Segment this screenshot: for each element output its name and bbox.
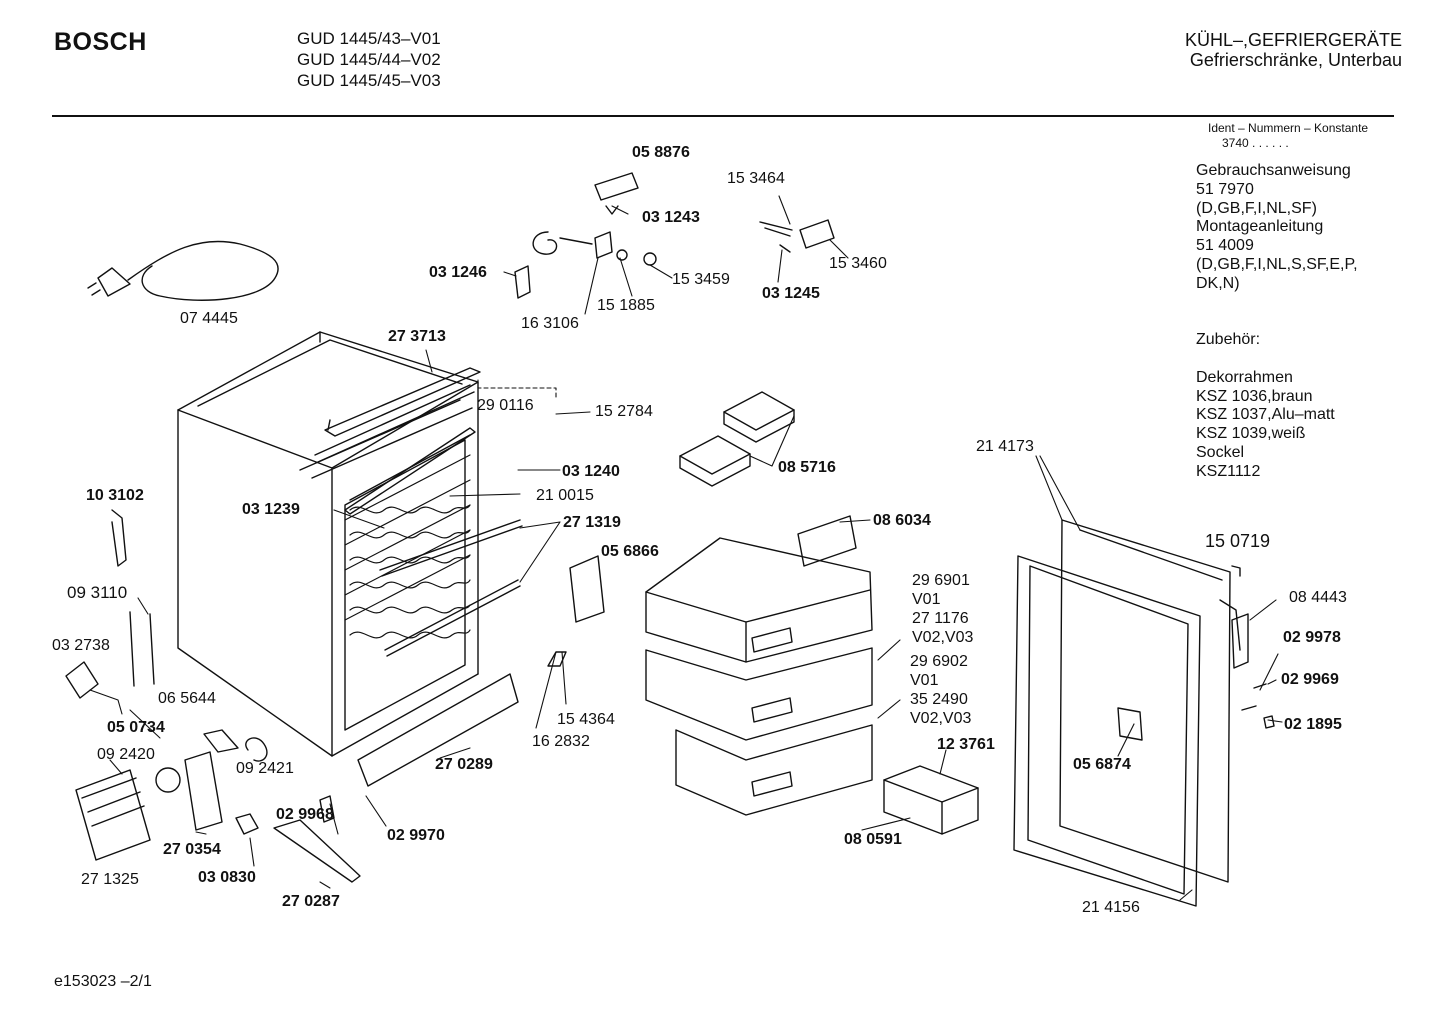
part-label: 09 3110 [67, 583, 128, 602]
part-label: 21 4156 [1082, 899, 1140, 916]
part-label: 08 6034 [873, 512, 931, 529]
part-label: V01 [910, 672, 939, 689]
part-label: 03 1245 [762, 285, 820, 302]
part-label: 07 4445 [180, 310, 238, 327]
model-list: GUD 1445/43–V01 GUD 1445/44–V02 GUD 1445… [297, 28, 441, 91]
part-label: 15 3460 [829, 255, 887, 272]
part-label: 08 4443 [1289, 589, 1347, 606]
drawing-code: e153023 –2/1 [54, 973, 152, 990]
info-line: KSZ 1039,weiß [1196, 425, 1306, 443]
info-line: Dekorrahmen [1196, 368, 1293, 386]
category-line: Gefrierschränke, Unterbau [1189, 50, 1402, 70]
ident-block: Ident – Nummern – Konstante 3740 . . . .… [1208, 121, 1368, 151]
part-label: 27 1325 [81, 871, 139, 888]
info-line: KSZ 1036,braun [1196, 387, 1313, 405]
rail-bar [345, 428, 475, 514]
part-label: 06 5644 [158, 690, 216, 707]
info-line: Gebrauchsanweisung [1196, 162, 1351, 179]
part-label: 03 2738 [52, 637, 110, 654]
part-label: 03 1240 [562, 463, 620, 480]
shelf-wire [385, 580, 520, 656]
part-label: 03 0830 [198, 869, 256, 886]
part-label: 29 6901 [912, 572, 970, 589]
part-label: 03 1246 [429, 264, 487, 281]
part-label: 21 0015 [536, 487, 594, 504]
part-label: 16 3106 [521, 315, 579, 332]
info-line: 51 4009 [1196, 237, 1254, 255]
part-label: 29 6902 [910, 653, 968, 670]
part-label: 02 1895 [1284, 716, 1342, 733]
lamp-holder [760, 220, 834, 252]
part-label: 10 3102 [86, 487, 144, 504]
ice-cube-tray [884, 766, 978, 834]
model-number: GUD 1445/44–V02 [297, 50, 441, 69]
info-line: KSZ1112 [1196, 462, 1261, 480]
part-label: 03 1239 [242, 501, 300, 518]
ident-title: Ident – Nummern – Konstante [1208, 121, 1369, 135]
ident-value: 3740 . . . . . . [1222, 136, 1289, 150]
part-label: 05 8876 [632, 144, 690, 161]
info-line: Montageanleitung [1196, 218, 1324, 236]
part-label: 15 0719 [1205, 531, 1271, 551]
part-label: 15 2784 [595, 403, 653, 420]
part-label: 29 0116 [477, 397, 534, 414]
power-cord [88, 241, 278, 300]
part-label: V02,V03 [912, 629, 974, 646]
model-number: GUD 1445/45–V03 [297, 71, 441, 90]
info-line: DK,N) [1196, 274, 1240, 292]
part-label: 03 1243 [642, 209, 700, 226]
info-line: Sockel [1196, 443, 1245, 461]
part-label: V02,V03 [910, 710, 972, 727]
part-label: 27 3713 [388, 328, 446, 345]
category-line: KÜHL–,GEFRIERGERÄTE [1184, 30, 1402, 50]
door-assembly [1014, 520, 1240, 906]
part-label: 08 0591 [844, 831, 902, 848]
part-label: 09 2420 [97, 746, 155, 763]
top-rail [325, 368, 480, 436]
cabinet [178, 332, 478, 756]
part-label: 21 4173 [976, 438, 1034, 455]
part-label: 05 6874 [1073, 756, 1131, 773]
part-label: 15 1885 [597, 297, 655, 314]
part-label: 27 0354 [163, 841, 221, 858]
freezer-drawers [646, 516, 872, 815]
part-label: 15 4364 [557, 711, 615, 728]
part-label: 02 9970 [387, 827, 445, 844]
part-label: 15 3459 [672, 271, 730, 288]
part-label: 27 0287 [282, 893, 340, 910]
part-label: 05 0734 [107, 719, 165, 736]
info-line: 51 7970 [1196, 180, 1254, 198]
part-label: 27 1319 [563, 514, 621, 531]
part-label: 16 2832 [532, 733, 590, 750]
info-line: (D,GB,F,I,NL,SF) [1196, 199, 1317, 217]
leader-lines [90, 196, 1282, 900]
info-line: (D,GB,F,I,NL,S,SF,E,P, [1196, 255, 1358, 273]
part-label: 08 5716 [778, 459, 836, 476]
part-label: 02 9978 [1283, 629, 1341, 646]
part-label: 12 3761 [937, 736, 995, 753]
part-label: V01 [912, 591, 941, 608]
header-divider [52, 115, 1394, 117]
ice-packs [680, 392, 794, 486]
part-label: 27 0289 [435, 756, 493, 773]
part-label: 02 9969 [1281, 671, 1339, 688]
part-label: 09 2421 [236, 760, 294, 777]
brand-logo: BOSCH [54, 28, 147, 56]
part-label: 02 9968 [276, 806, 334, 823]
category-title: KÜHL–,GEFRIERGERÄTE Gefrierschränke, Unt… [1185, 30, 1402, 70]
evaporator-coils [345, 455, 470, 638]
info-line: Zubehör: [1196, 331, 1261, 349]
small-parts [66, 510, 1274, 882]
thermostat-assembly [515, 173, 656, 298]
part-label: 27 1176 [912, 610, 969, 627]
part-label: 15 3464 [727, 170, 785, 187]
part-label: 05 6866 [601, 543, 659, 560]
info-line: KSZ 1037,Alu–matt [1196, 406, 1335, 424]
shelf-wire [380, 520, 522, 576]
part-label: 35 2490 [910, 691, 968, 708]
model-number: GUD 1445/43–V01 [297, 29, 441, 48]
